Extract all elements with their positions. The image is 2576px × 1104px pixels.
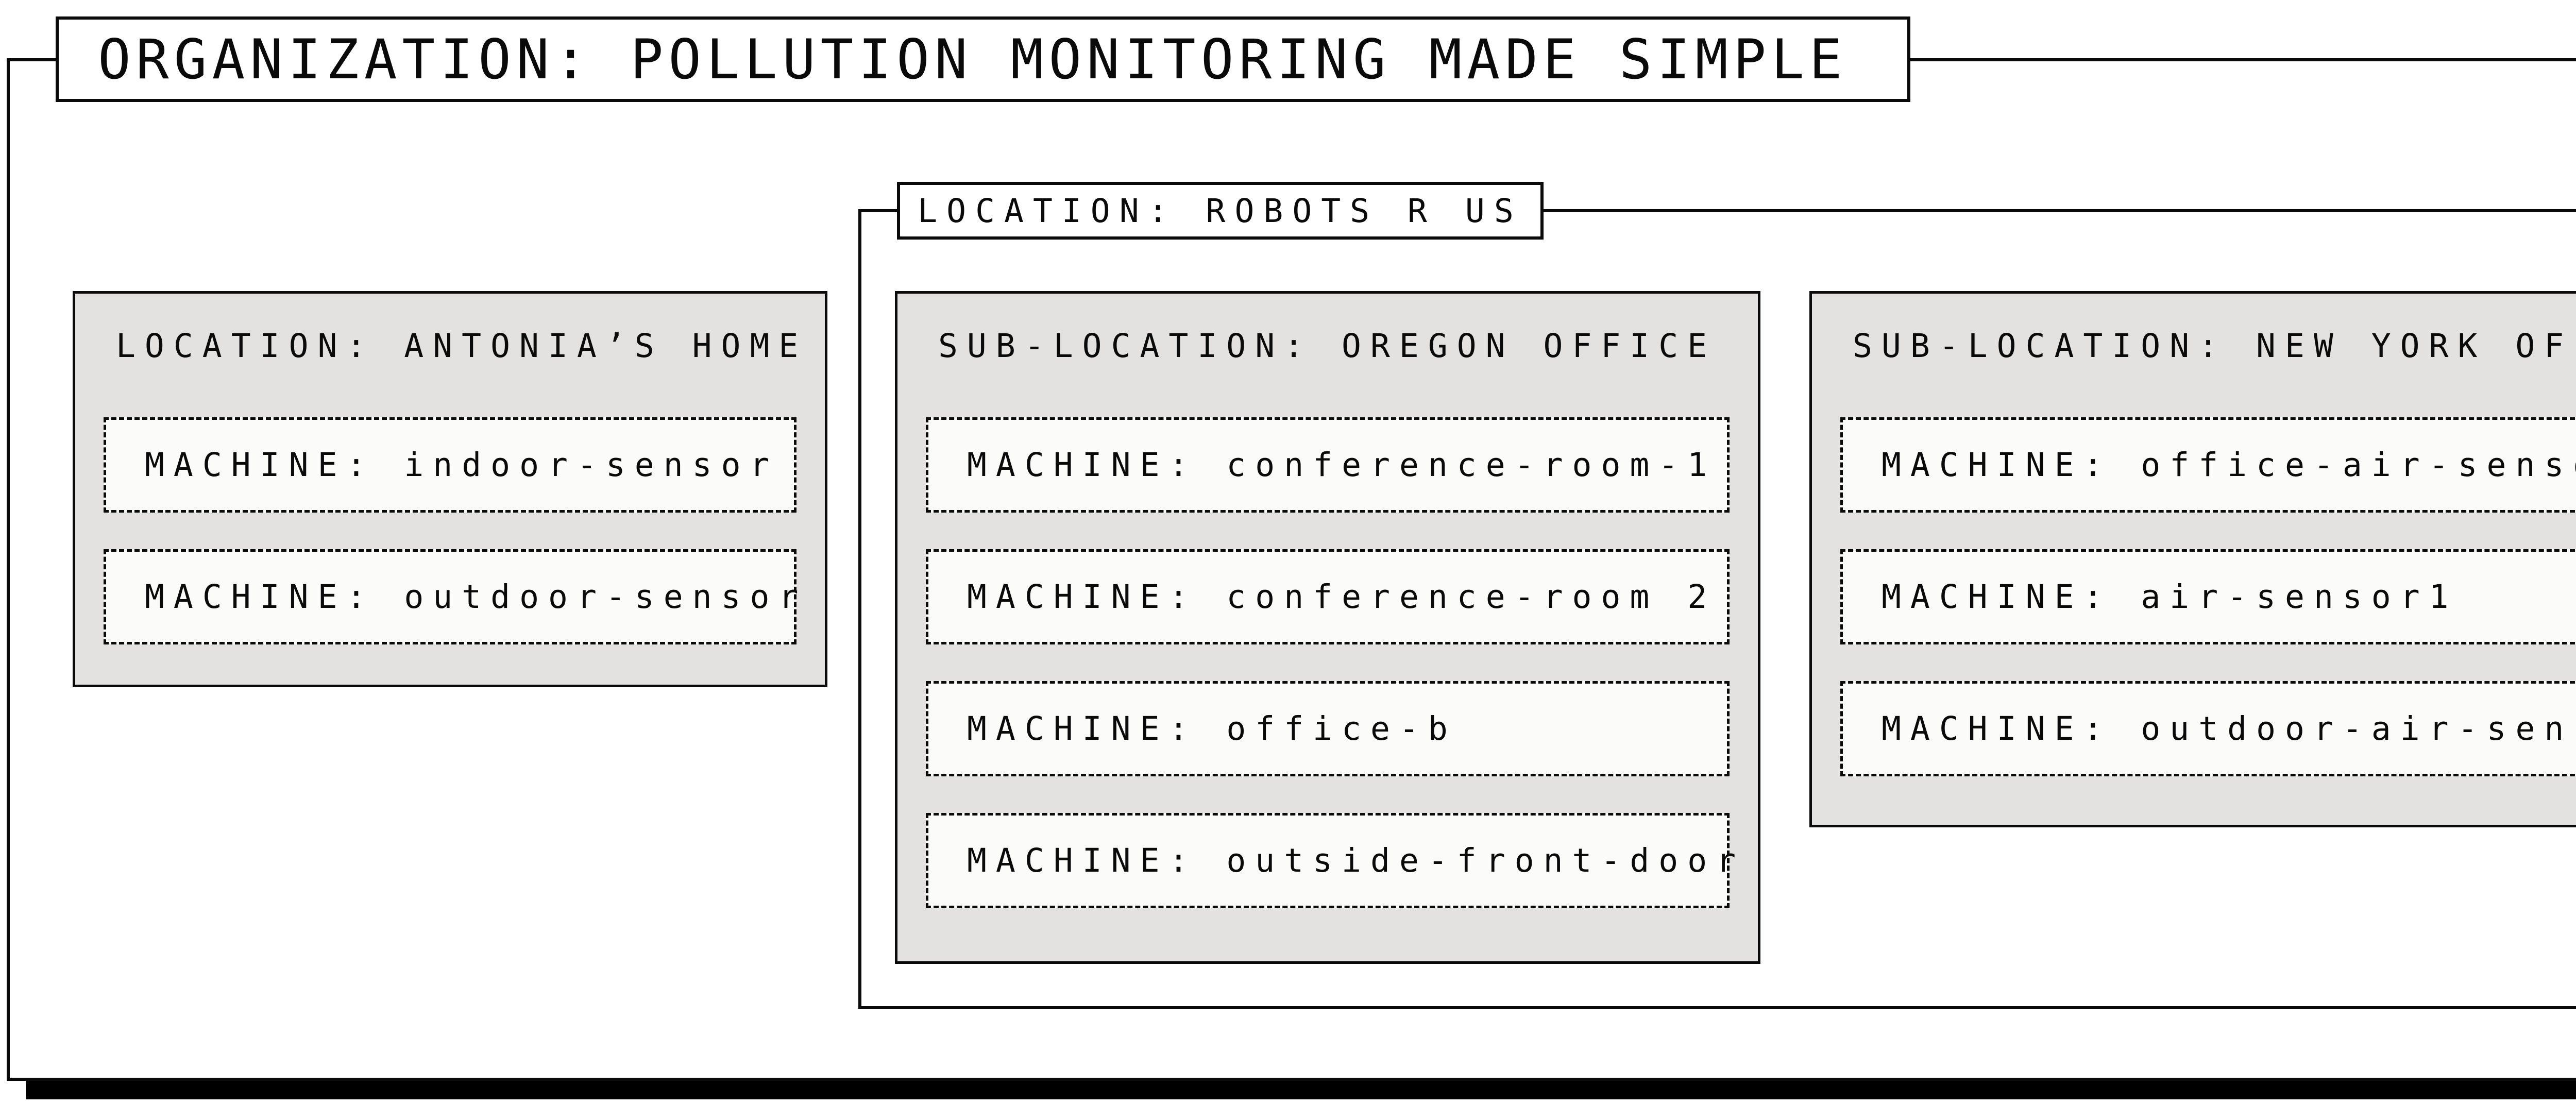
machine-box-conference-room-1: MACHINE: conference-room-1 — [926, 417, 1730, 513]
machine-box-outdoor-air-sensor: MACHINE: outdoor-air-sensor — [1840, 681, 2576, 776]
machine-box-indoor-sensor: MACHINE: indoor-sensor — [104, 417, 796, 513]
organization-title: ORGANIZATION: POLLUTION MONITORING MADE … — [56, 16, 1910, 102]
machine-label: MACHINE: air-sensor1 — [1882, 578, 2458, 616]
sublocation-box-new-york-office: SUB-LOCATION: NEW YORK OFFICE MACHINE: o… — [1809, 291, 2576, 827]
machine-label: MACHINE: outdoor-air-sensor — [1882, 710, 2576, 748]
machine-box-outdoor-sensor: MACHINE: outdoor-sensor — [104, 549, 798, 644]
machine-label: MACHINE: indoor-sensor — [145, 446, 779, 484]
location-label-robots-r-us: LOCATION: ROBOTS R US — [897, 182, 1544, 240]
machine-box-office-air-sensor: MACHINE: office-air-sensor — [1840, 417, 2576, 513]
machine-label: MACHINE: office-air-sensor — [1882, 446, 2576, 484]
sublocation-label-new-york-office: SUB-LOCATION: NEW YORK OFFICE — [1853, 327, 2576, 365]
machine-box-air-sensor1: MACHINE: air-sensor1 — [1840, 549, 2576, 644]
sublocation-label-oregon-office: SUB-LOCATION: OREGON OFFICE — [938, 327, 1717, 365]
machine-label: MACHINE: conference-room 2 — [967, 578, 1717, 616]
machine-box-office-b: MACHINE: office-b — [926, 681, 1730, 776]
sublocation-box-oregon-office: SUB-LOCATION: OREGON OFFICE MACHINE: con… — [895, 291, 1760, 964]
machine-label: MACHINE: conference-room-1 — [967, 446, 1717, 484]
machine-label: MACHINE: outside-front-door — [967, 842, 1745, 879]
machine-box-conference-room-2: MACHINE: conference-room 2 — [926, 549, 1730, 644]
machine-box-outside-front-door: MACHINE: outside-front-door — [926, 813, 1736, 908]
machine-label: MACHINE: office-b — [967, 710, 1457, 748]
location-label-antonias-home: LOCATION: ANTONIA’S HOME — [116, 327, 808, 365]
machine-label: MACHINE: outdoor-sensor — [145, 578, 808, 616]
location-box-antonias-home: LOCATION: ANTONIA’S HOME MACHINE: indoor… — [73, 291, 827, 687]
